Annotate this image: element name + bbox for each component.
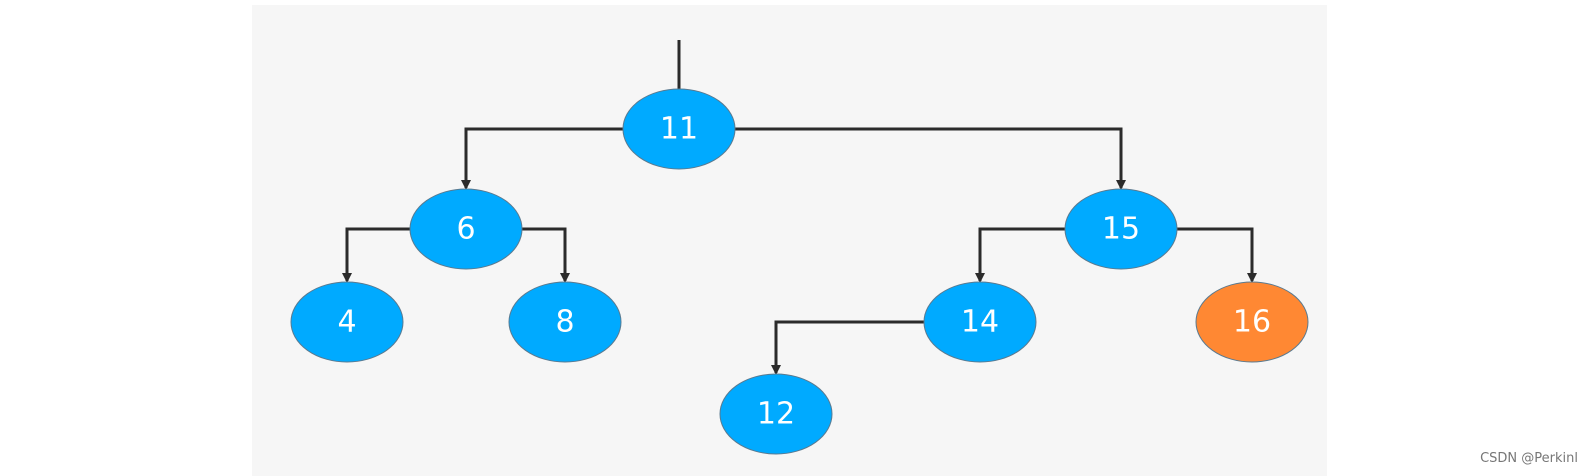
node-label-11: 11 xyxy=(660,112,698,147)
node-ellipse-6 xyxy=(409,188,523,270)
watermark-text: CSDN @Perkinl xyxy=(1480,451,1578,466)
tree-node-4: 4 xyxy=(290,281,404,363)
edge-n6-to-n8 xyxy=(522,227,570,283)
edge-n6-to-n4 xyxy=(342,227,410,283)
tree-node-6: 6 xyxy=(409,188,523,270)
node-ellipse-11 xyxy=(622,88,736,170)
node-ellipse-16 xyxy=(1195,281,1309,363)
edge-n11-to-n6 xyxy=(461,127,623,190)
node-label-14: 14 xyxy=(961,305,999,340)
edge-n15-to-n16 xyxy=(1177,227,1257,283)
tree-node-16: 16 xyxy=(1195,281,1309,363)
tree-node-11: 11 xyxy=(622,88,736,170)
node-label-8: 8 xyxy=(555,305,574,340)
node-ellipse-15 xyxy=(1064,188,1178,270)
edge-n11-to-n15 xyxy=(735,127,1126,190)
node-label-12: 12 xyxy=(757,397,795,432)
tree-node-15: 15 xyxy=(1064,188,1178,270)
node-ellipse-14 xyxy=(923,281,1037,363)
edges-layer xyxy=(342,40,1257,375)
edge-n14-to-n12 xyxy=(771,320,924,375)
node-label-16: 16 xyxy=(1233,305,1271,340)
nodes-layer: 11 6 15 4 8 14 16 12 xyxy=(290,88,1309,455)
edge-n15-to-n14 xyxy=(975,227,1065,283)
tree-node-12: 12 xyxy=(719,373,833,455)
node-label-4: 4 xyxy=(337,305,356,340)
tree-node-8: 8 xyxy=(508,281,622,363)
node-label-15: 15 xyxy=(1102,212,1140,247)
node-ellipse-12 xyxy=(719,373,833,455)
node-ellipse-8 xyxy=(508,281,622,363)
node-ellipse-4 xyxy=(290,281,404,363)
node-label-6: 6 xyxy=(456,212,475,247)
tree-node-14: 14 xyxy=(923,281,1037,363)
